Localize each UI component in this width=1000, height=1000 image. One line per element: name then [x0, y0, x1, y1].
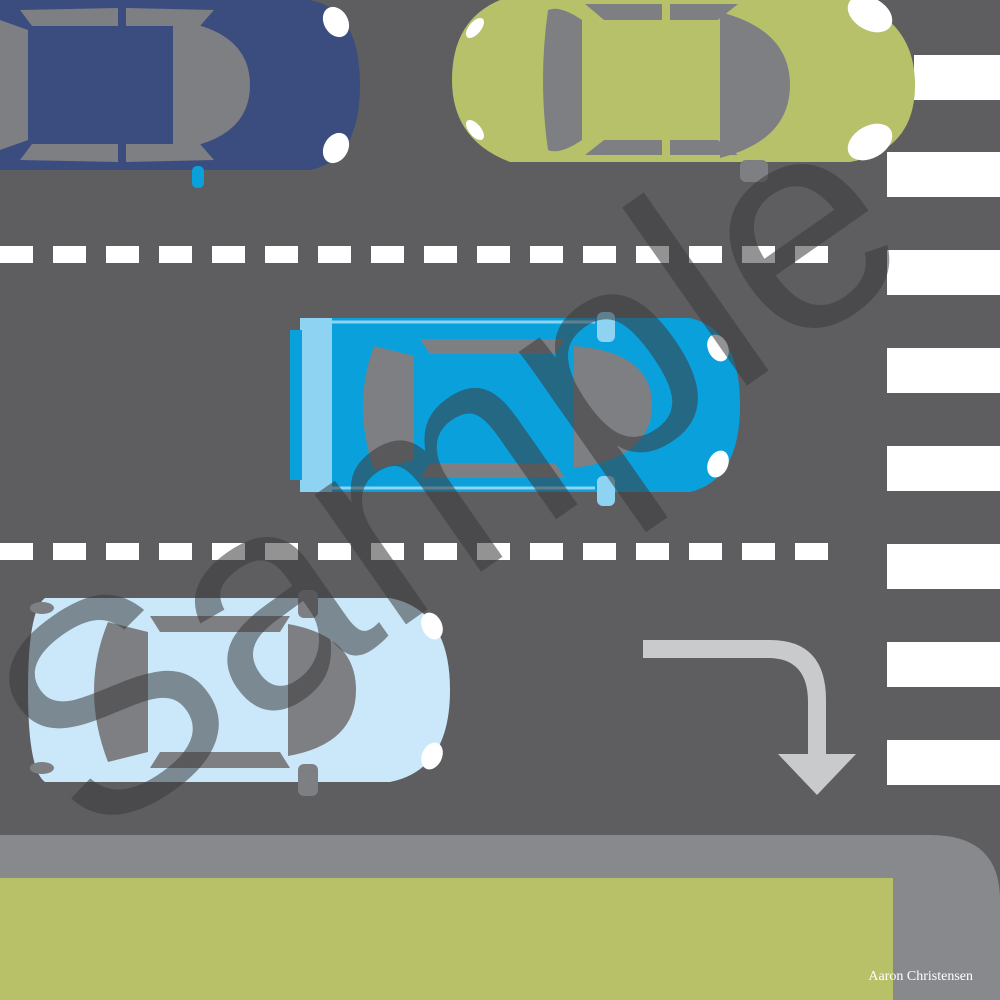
lane-dash — [106, 543, 139, 560]
lane-dash — [530, 246, 563, 263]
artist-credit: Aaron Christensen — [868, 969, 973, 984]
lane-marking-lower — [0, 543, 828, 560]
lane-dash — [424, 543, 457, 560]
lane-dash — [159, 543, 192, 560]
grass-lawn — [0, 878, 893, 1000]
crosswalk — [887, 55, 1000, 785]
lane-dash — [318, 246, 351, 263]
lane-dash — [689, 246, 722, 263]
lane-dash — [636, 543, 669, 560]
lane-dash — [530, 543, 563, 560]
car-green — [452, 0, 915, 182]
turn-right-arrow-icon — [643, 640, 856, 795]
lane-dash — [265, 543, 298, 560]
lane-dash — [689, 543, 722, 560]
lane-dash — [265, 246, 298, 263]
car-light-blue — [28, 590, 450, 796]
car-navy — [0, 0, 360, 188]
lane-marking-upper — [0, 246, 828, 263]
lane-dash — [212, 246, 245, 263]
lane-dash — [159, 246, 192, 263]
car-blue — [290, 312, 740, 506]
lane-dash — [477, 543, 510, 560]
lane-dash — [583, 246, 616, 263]
lane-dash — [318, 543, 351, 560]
lane-dash — [583, 543, 616, 560]
lane-dash — [53, 543, 86, 560]
lane-dash — [212, 543, 245, 560]
lane-dash — [477, 246, 510, 263]
lane-dash — [371, 543, 404, 560]
lane-dash — [742, 543, 775, 560]
lane-dash — [0, 246, 33, 263]
lane-dash — [371, 246, 404, 263]
lane-dash — [424, 246, 457, 263]
lane-dash — [795, 246, 828, 263]
lane-dash — [636, 246, 669, 263]
lane-dash — [742, 246, 775, 263]
lane-dash — [106, 246, 139, 263]
lane-dash — [795, 543, 828, 560]
lane-dash — [0, 543, 33, 560]
lane-dash — [53, 246, 86, 263]
